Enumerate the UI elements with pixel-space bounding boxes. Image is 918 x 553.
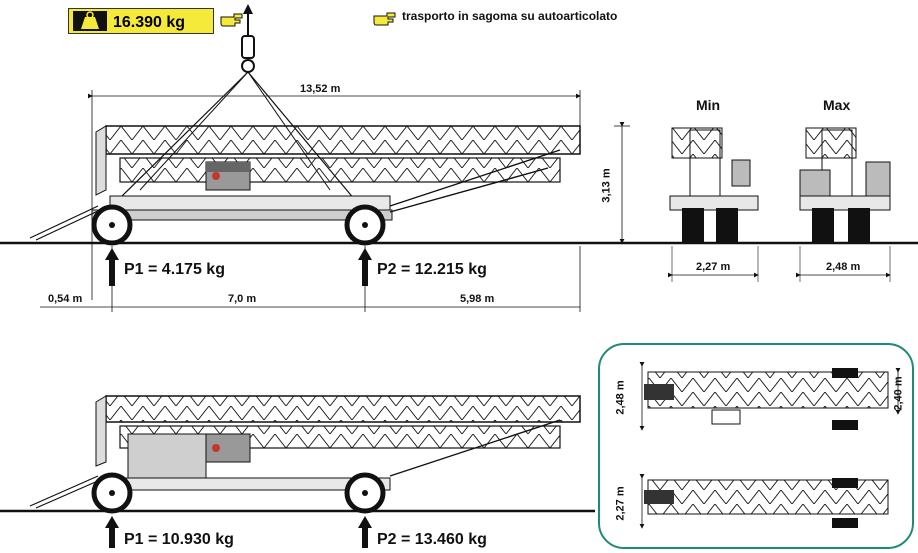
min-width-label: 2,27 m [696, 261, 731, 273]
end-view-max [796, 127, 891, 282]
crane-side-view-top [0, 125, 918, 246]
crane-side-view-bottom [0, 395, 595, 548]
plan-lower-width-left: 2,27 m [614, 486, 627, 521]
wheelbase-label: 7,0 m [228, 293, 257, 305]
load-p1-bottom: P1 = 10.930 kg [124, 531, 234, 548]
load-p1-top: P1 = 4.175 kg [124, 261, 225, 278]
transport-note: trasporto in sagoma su autoarticolato [402, 9, 618, 23]
min-label: Min [696, 97, 721, 113]
load-arrows-top [105, 248, 372, 286]
front-overhang-label: 0,54 m [48, 293, 83, 305]
pointing-hand-icon [220, 13, 243, 27]
rear-overhang-label: 5,98 m [460, 293, 495, 305]
max-width-label: 2,48 m [826, 261, 861, 273]
plan-view-lower [639, 474, 889, 529]
max-label: Max [823, 97, 851, 113]
plan-upper-width-right: 2,40 m [892, 376, 905, 411]
note-pointing-hand-icon [373, 12, 396, 26]
load-p2-top: P2 = 12.215 kg [377, 261, 487, 278]
overall-length-label: 13,52 m [300, 83, 341, 95]
end-view-min [668, 127, 759, 282]
weight-icon [73, 11, 107, 31]
plan-view-upper [639, 362, 901, 431]
brand-logo-icon-bottom [212, 444, 220, 452]
total-weight-value: 16.390 kg [113, 14, 186, 31]
brand-logo-icon [212, 172, 220, 180]
overall-height-label: 3,13 m [600, 168, 613, 203]
load-p2-bottom: P2 = 13.460 kg [377, 531, 487, 548]
plan-upper-width-left: 2,48 m [614, 380, 627, 415]
plan-views-panel [598, 343, 914, 549]
total-weight-badge: 16.390 kg [68, 8, 214, 34]
dimension-lines-top [40, 90, 630, 312]
